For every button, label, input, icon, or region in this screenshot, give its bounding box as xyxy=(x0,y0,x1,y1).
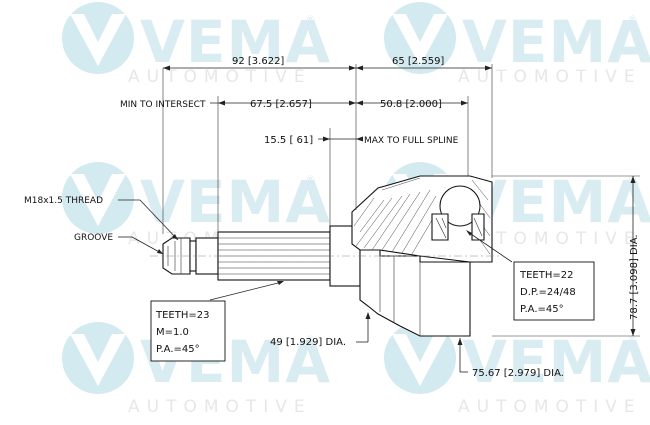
dim-min-to-intersect: 67.5 [2.657] xyxy=(250,99,312,110)
spec-teeth: TEETH=22 xyxy=(519,270,573,281)
dim-overall-left: 92 [3.622] xyxy=(232,56,284,67)
watermark-sub: AUTOMOTIVE xyxy=(458,229,642,249)
vema-v-icon xyxy=(70,14,126,66)
spec-teeth: TEETH=23 xyxy=(155,310,209,321)
watermark-registered: ® xyxy=(628,15,637,25)
dim-bell-dia: 75.67 [2.979] DIA. xyxy=(472,368,564,379)
watermark-letters: VEMA xyxy=(140,8,331,76)
spec-module: M=1.0 xyxy=(156,327,189,338)
watermark-sub: AUTOMOTIVE xyxy=(458,67,642,87)
spec-box-shaft: TEETH=23 M=1.0 P.A.=45° xyxy=(150,300,226,362)
vema-v-icon xyxy=(392,334,448,386)
watermark-sub: AUTOMOTIVE xyxy=(128,397,312,417)
watermark-registered: ® xyxy=(306,335,315,345)
watermark-letters: VEMA xyxy=(462,328,650,396)
bell-housing-lower xyxy=(359,249,471,337)
watermark-registered: ® xyxy=(306,15,315,25)
vema-v-icon xyxy=(392,14,448,66)
spec-pressure-angle: P.A.=45° xyxy=(520,304,564,315)
max-to-full-spline-label: MAX TO FULL SPLINE xyxy=(364,136,459,146)
watermark-registered: ® xyxy=(628,335,637,345)
groove-label: GROOVE xyxy=(74,233,113,243)
vema-v-icon xyxy=(70,174,126,226)
vema-v-icon xyxy=(70,334,126,386)
spec-diametral-pitch: D.P.=24/48 xyxy=(520,287,576,298)
watermark-registered: ® xyxy=(306,175,315,185)
dim-max-full-spline: 15.5 [ 61] xyxy=(264,135,313,146)
watermark-logo: VEMA ® AUTOMOTIVE xyxy=(384,2,650,87)
min-to-intersect-label: MIN TO INTERSECT xyxy=(120,100,206,110)
dim-overall-right: 65 [2.559] xyxy=(392,56,444,67)
thread-label: M18x1.5 THREAD xyxy=(24,196,103,206)
watermark-logo: VEMA ® AUTOMOTIVE xyxy=(62,322,330,417)
watermark-logo: VEMA ® AUTOMOTIVE xyxy=(384,322,650,417)
dim-right-inner: 50.8 [2.000] xyxy=(380,99,442,110)
dim-shaft-dia: 49 [1.929] DIA. xyxy=(270,337,346,348)
spec-box-bell: TEETH=22 D.P.=24/48 P.A.=45° xyxy=(513,261,595,321)
section-hatching xyxy=(353,177,491,255)
dimension-lines xyxy=(162,64,640,373)
watermark-letters: VEMA xyxy=(140,168,331,236)
spline-lines xyxy=(218,237,330,275)
watermark-letters: VEMA xyxy=(462,8,650,76)
watermark-logo: VEMA ® AUTOMOTIVE xyxy=(62,2,331,87)
dim-outer-dia: 78.7 [3.098] DIA. xyxy=(629,234,640,320)
watermark-letters: VEMA xyxy=(462,168,650,236)
thread-stub xyxy=(162,237,191,275)
spec-pressure-angle: P.A.=45° xyxy=(156,344,200,355)
leader-lines xyxy=(118,199,513,301)
watermark-sub: AUTOMOTIVE xyxy=(458,397,642,417)
watermark-sub: AUTOMOTIVE xyxy=(128,67,312,87)
cv-joint-part xyxy=(150,175,500,337)
